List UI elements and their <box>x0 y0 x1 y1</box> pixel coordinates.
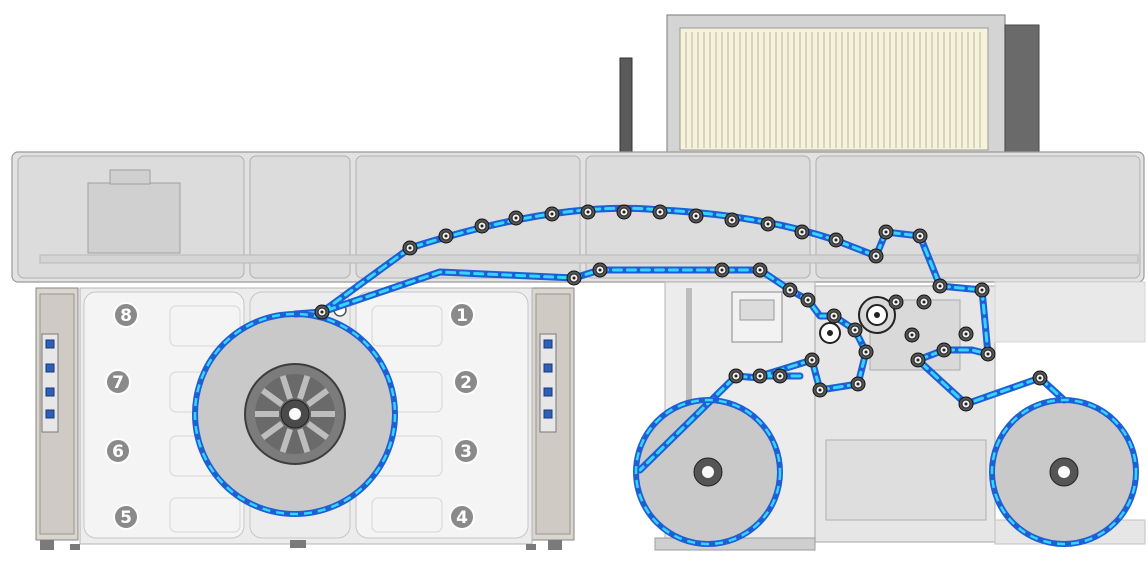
roller-icon <box>592 262 608 278</box>
roller-group <box>314 204 1048 412</box>
station-badge-4: 4 <box>449 504 475 530</box>
roller-icon <box>402 240 418 256</box>
unwind-reel-icon <box>194 313 396 515</box>
roller-icon <box>812 382 828 398</box>
roller-icon <box>904 327 920 343</box>
roller-icon <box>728 368 744 384</box>
dryer-hood <box>619 14 1040 156</box>
station-badge-3: 3 <box>453 438 479 464</box>
left-control-panel <box>41 333 59 433</box>
roller-icon <box>616 204 632 220</box>
roller-icon <box>474 218 490 234</box>
roller-icon <box>980 346 996 362</box>
roller-icon <box>688 208 704 224</box>
control-button-icon <box>45 363 55 373</box>
roller-icon <box>888 294 904 310</box>
control-button-icon <box>45 339 55 349</box>
roller-icon <box>916 294 932 310</box>
station-badge-7: 7 <box>105 369 131 395</box>
roller-icon <box>826 308 842 324</box>
roller-icon <box>858 344 874 360</box>
roller-icon <box>800 292 816 308</box>
station-number: 8 <box>120 306 132 326</box>
dryer-panel <box>679 27 989 151</box>
roller-icon <box>936 342 952 358</box>
station-number: 5 <box>120 508 132 528</box>
roller-icon <box>566 270 582 286</box>
control-button-icon <box>543 409 553 419</box>
control-button-icon <box>543 339 553 349</box>
roller-icon <box>724 212 740 228</box>
roller-icon <box>760 216 776 232</box>
station-badge-2: 2 <box>453 369 479 395</box>
exhaust-pipe <box>619 57 633 155</box>
central-drum-icon <box>333 296 896 344</box>
roller-icon <box>804 352 820 368</box>
roller-icon <box>932 278 948 294</box>
station-number: 2 <box>460 373 472 393</box>
control-button-icon <box>45 387 55 397</box>
roller-icon <box>958 396 974 412</box>
station-badge-6: 6 <box>105 438 131 464</box>
roller-icon <box>912 228 928 244</box>
roller-icon <box>974 282 990 298</box>
roller-icon <box>508 210 524 226</box>
roller-icon <box>772 368 788 384</box>
station-number: 1 <box>456 306 468 326</box>
roller-icon <box>752 262 768 278</box>
roller-icon <box>794 224 810 240</box>
roller-icon <box>847 322 863 338</box>
roller-icon <box>1032 370 1048 386</box>
roller-icon <box>438 228 454 244</box>
dryer-fan-unit <box>1004 24 1040 156</box>
roller-icon <box>752 368 768 384</box>
roller-icon <box>958 326 974 342</box>
upper-frame <box>11 151 1145 283</box>
station-number: 3 <box>460 442 472 462</box>
right-control-panel <box>539 333 557 433</box>
roller-icon <box>580 204 596 220</box>
roller-icon <box>314 304 330 320</box>
motor-block <box>87 182 181 254</box>
roller-icon <box>910 352 926 368</box>
roller-icon <box>544 206 560 222</box>
station-number: 4 <box>456 508 468 528</box>
station-number: 6 <box>112 442 124 462</box>
roller-icon <box>850 376 866 392</box>
roller-icon <box>714 262 730 278</box>
roller-icon <box>878 224 894 240</box>
station-badge-5: 5 <box>113 504 139 530</box>
control-button-icon <box>543 387 553 397</box>
roller-icon <box>868 248 884 264</box>
station-badge-8: 8 <box>113 302 139 328</box>
control-button-icon <box>543 363 553 373</box>
control-button-icon <box>45 409 55 419</box>
station-number: 7 <box>112 373 124 393</box>
roller-icon <box>828 232 844 248</box>
roller-icon <box>782 282 798 298</box>
station-badge-1: 1 <box>449 302 475 328</box>
rewind-reel-icon <box>991 399 1137 545</box>
roller-icon <box>652 204 668 220</box>
